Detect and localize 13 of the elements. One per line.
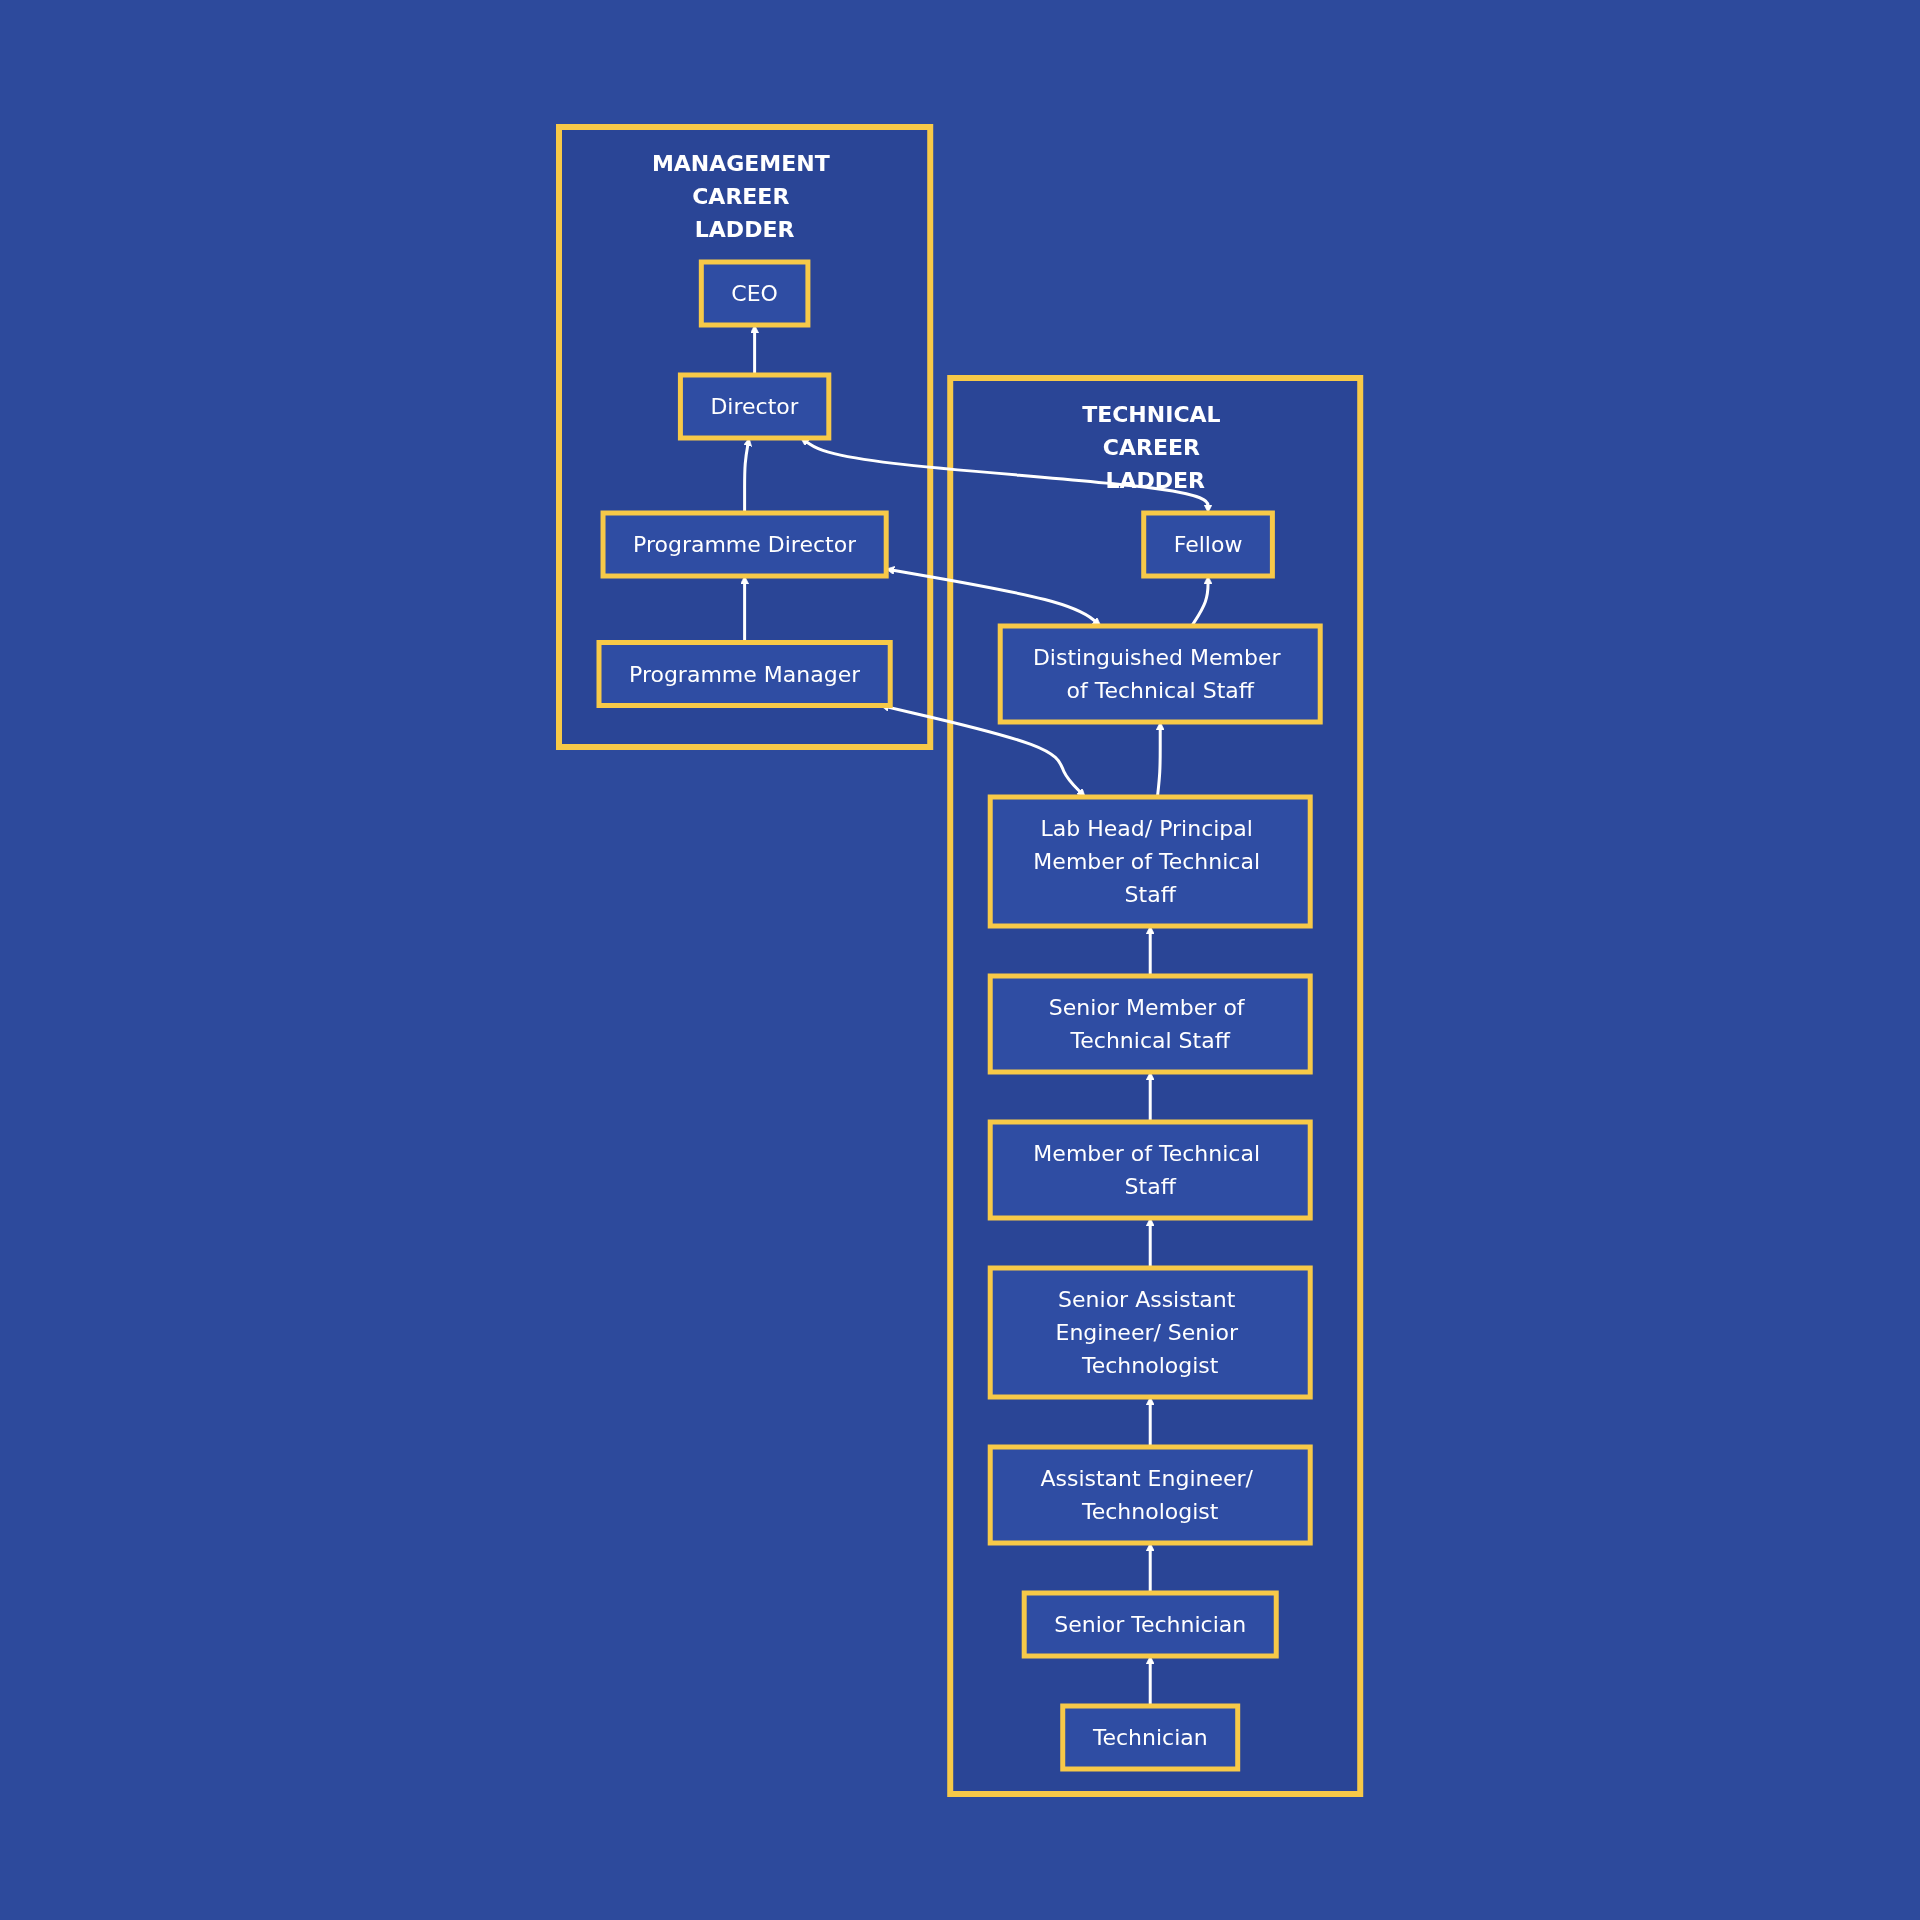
node-box: Member of Technical Staff — [988, 1119, 1314, 1220]
node-box: Senior Member of Technical Staff — [988, 973, 1314, 1074]
node-box: Programme Director — [600, 510, 890, 578]
node-box: Technician — [1060, 1703, 1241, 1771]
node-box: Senior Assistant Engineer/ Senior Technologist — [988, 1265, 1314, 1399]
node-box: Senior Technician — [1022, 1590, 1280, 1658]
node-box: Director — [678, 372, 832, 440]
node-box: Assistant Engineer/ Technologist — [988, 1444, 1314, 1545]
node-box: CEO — [699, 259, 811, 327]
node-box: Fellow — [1141, 510, 1276, 578]
node-box: Lab Head/ Principal Member of Technical Staff — [988, 794, 1314, 928]
node-box: Distinguished Member of Technical Staff — [998, 623, 1324, 724]
node-box: Programme Manager — [596, 639, 894, 708]
